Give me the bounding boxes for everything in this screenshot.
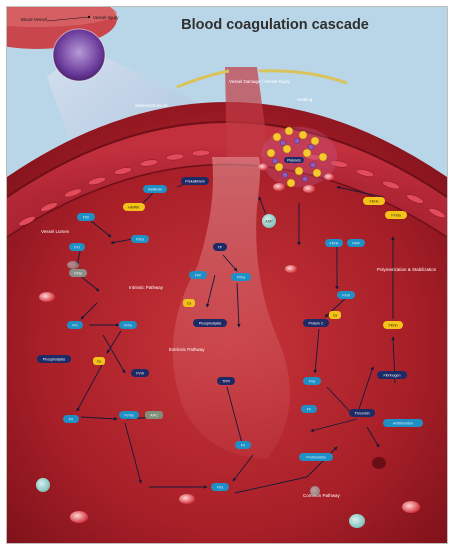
node-fix: FIX bbox=[72, 324, 78, 328]
node-thrombin: Thrombin bbox=[354, 412, 369, 416]
node-tfpi-group: TFPI bbox=[217, 377, 235, 385]
node-fx-ext-group: FX bbox=[235, 441, 251, 449]
intrinsic-pathway-label: Intrinsic Pathway bbox=[129, 285, 164, 290]
node-tf-group: TF bbox=[213, 243, 227, 251]
node-fvii: FVII bbox=[195, 274, 202, 278]
node-fixa-group: FIXa bbox=[119, 321, 137, 329]
node-phospholipids: Phospholipids bbox=[43, 358, 66, 362]
vessel-lumen-label: Vessel Lumen bbox=[41, 229, 70, 234]
node-fviia-group: FVIIa bbox=[231, 273, 251, 281]
node-prothrombin: Prothrombin bbox=[306, 456, 326, 460]
node-ca-clot: Ca bbox=[333, 314, 338, 318]
node-fxiia-group: FXIIa bbox=[131, 235, 149, 243]
node-fva-group: FVa bbox=[303, 377, 321, 385]
node-fibrinogen: Fibrinogen bbox=[384, 374, 401, 378]
node-fxiii-group: FXIII bbox=[337, 291, 355, 299]
node-fibrinogen-group: Fibrinogen bbox=[377, 371, 407, 379]
node-prothrombin-group: Prothrombin bbox=[299, 453, 333, 461]
node-fixa: FIXa bbox=[124, 324, 132, 328]
node-phospholipids-ext-group: Phospholipids bbox=[193, 319, 227, 327]
node-fx-ext: FX bbox=[241, 444, 246, 448]
node-adp-group: ADP bbox=[262, 214, 276, 228]
healing-label: Healing bbox=[297, 97, 313, 102]
node-protein-c: Protein C bbox=[309, 322, 324, 326]
node-fxi-group: FXI bbox=[69, 243, 85, 251]
node-apc: APC bbox=[150, 414, 158, 418]
node-protein-c-group: Protein C bbox=[303, 319, 329, 327]
node-apc-group: APC bbox=[145, 411, 163, 419]
node-fxia: FXIa bbox=[74, 272, 82, 276]
node-fxii: FXII bbox=[83, 216, 90, 220]
node-fxa-group: FXa bbox=[211, 483, 229, 491]
node-ca: Ca bbox=[97, 360, 102, 364]
node-fxii-group: FXII bbox=[77, 213, 95, 221]
node-fx: FX bbox=[69, 418, 74, 422]
node-fxiii: FXIII bbox=[342, 294, 350, 298]
vessel-damage-label: Vessel Damage / Vessel Injury bbox=[229, 79, 291, 84]
node-fv: FV bbox=[307, 408, 312, 412]
node-prekallikrein-group: Prekallikrein bbox=[181, 177, 209, 185]
node-fibrin-mid-group: Fibrin bbox=[383, 321, 403, 329]
node-fxiiia-group: FXIIIa bbox=[385, 211, 407, 219]
node-tfpi: TFPI bbox=[222, 380, 230, 384]
node-antithrombin-group: Antithrombin bbox=[383, 419, 423, 427]
node-fxia-group: FXIa bbox=[69, 269, 87, 277]
node-ca-ext-group: Ca bbox=[183, 299, 195, 307]
node-fix-group: FIX bbox=[67, 321, 83, 329]
node-phospholipids-ext: Phospholipids bbox=[199, 322, 222, 326]
node-kallikrein-group: Kallikrein bbox=[143, 185, 167, 193]
node-fviii: FVIII bbox=[136, 372, 144, 376]
node-fibrin-mid: Fibrin bbox=[389, 324, 398, 328]
node-fibrin: Fibrin bbox=[330, 242, 339, 246]
node-fx-left-group: FX bbox=[63, 415, 79, 423]
node-kallikrein: Kallikrein bbox=[148, 188, 163, 192]
node-platelets: Platelets bbox=[287, 159, 301, 163]
node-fviiia: FVIIIa bbox=[124, 414, 134, 418]
common-pathway-label: Common Pathway bbox=[303, 493, 341, 498]
node-vwf-group: VWF bbox=[347, 239, 365, 247]
node-adp: ADP bbox=[265, 220, 273, 224]
node-fibrin-top: Fibrin bbox=[370, 200, 379, 204]
node-phospholipids-group: Phospholipids bbox=[37, 355, 71, 363]
node-fxa: FXa bbox=[217, 486, 224, 490]
polymerization-label: Polymerization & Stabilization bbox=[377, 267, 437, 272]
node-hmwk-group: HMWK bbox=[123, 203, 145, 211]
node-fvii-group: FVII bbox=[189, 271, 207, 279]
extrinsic-pathway-label: Extrinsic Pathway bbox=[169, 347, 205, 352]
node-thrombin-group: Thrombin bbox=[349, 409, 375, 417]
node-fviii-group: FVIII bbox=[131, 369, 149, 377]
node-fva: FVa bbox=[309, 380, 315, 384]
node-hmwk: HMWK bbox=[128, 206, 140, 210]
subendothelium-label: Subendothelium bbox=[135, 103, 168, 108]
node-ca-group: Ca bbox=[93, 357, 105, 365]
node-prekallikrein: Prekallikrein bbox=[185, 180, 205, 184]
blood-vessel-label: Blood Vessel bbox=[21, 17, 47, 22]
title: Blood coagulation cascade bbox=[181, 17, 369, 33]
node-fxiia: FXIIa bbox=[136, 238, 145, 242]
node-fibrin-group: Fibrin bbox=[325, 239, 343, 247]
node-fxiiia: FXIIIa bbox=[391, 214, 401, 218]
node-antithrombin: Antithrombin bbox=[393, 422, 413, 426]
node-fviiia-group: FVIIIa bbox=[119, 411, 139, 419]
node-ca-ext: Ca bbox=[187, 302, 192, 306]
node-ca-clot-group: Ca bbox=[329, 311, 341, 319]
vessel-injury-label: Vessel Injury bbox=[93, 15, 119, 20]
coagulation-diagram: Blood Vessel Vessel Injury Blood coagula… bbox=[7, 7, 447, 543]
node-fxi: FXI bbox=[74, 246, 80, 250]
node-fv-group: FV bbox=[301, 405, 317, 413]
diagram-frame: Blood Vessel Vessel Injury Blood coagula… bbox=[6, 6, 448, 544]
node-fibrin-top-group: Fibrin bbox=[363, 197, 385, 205]
node-fviia: FVIIa bbox=[237, 276, 246, 280]
node-vwf: VWF bbox=[352, 242, 361, 246]
